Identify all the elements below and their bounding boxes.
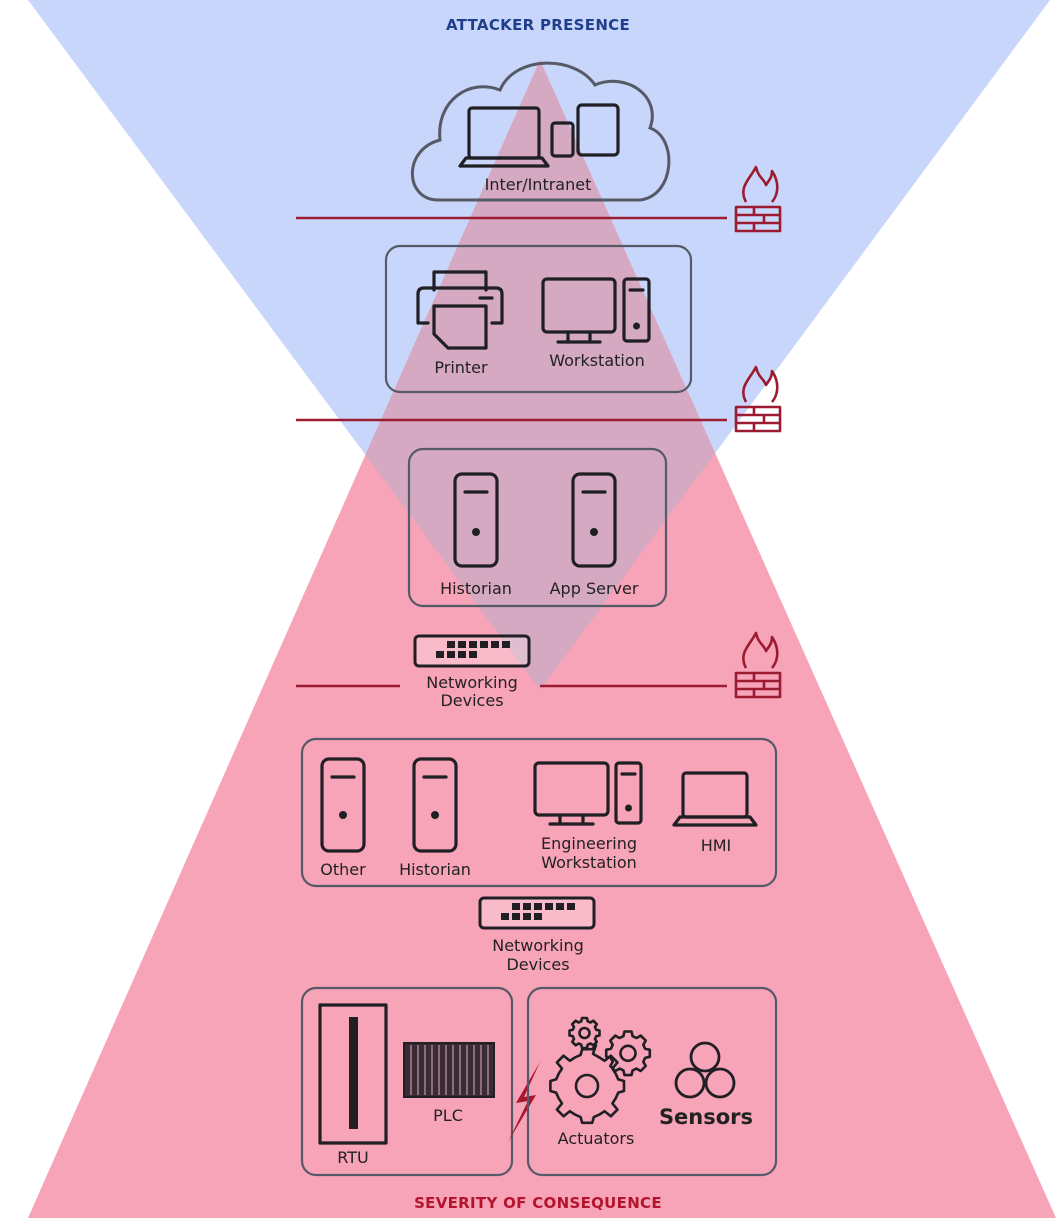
dmz-zone: [407, 447, 668, 608]
cloud-icon: [410, 61, 671, 202]
server-icon: [320, 757, 366, 853]
monitor-icon: [533, 761, 610, 826]
tower-icon: [622, 277, 651, 343]
tablet-icon: [576, 103, 620, 157]
printer-label: Printer: [434, 358, 488, 377]
switch-icon: [478, 896, 596, 930]
historian-label-2: Historian: [399, 860, 471, 879]
laptop-icon: [458, 106, 550, 168]
rtu-icon: [318, 1003, 388, 1145]
control-zone: [300, 737, 778, 888]
app-server-label: App Server: [550, 579, 639, 598]
engineering-label: Engineering: [541, 834, 637, 853]
actuators-label: Actuators: [558, 1129, 635, 1148]
laptop-icon: [672, 771, 758, 827]
workstation-label: Workstation: [549, 351, 645, 370]
networking-devices-label-1b: Devices: [440, 691, 503, 710]
plc-label: PLC: [433, 1106, 463, 1125]
networking-devices-label-2b: Devices: [506, 955, 569, 974]
networking-devices-label-2: Networking: [492, 936, 584, 955]
firewall-icon: [734, 365, 782, 433]
field-controllers-zone: [300, 986, 514, 1177]
overlap-region: [28, 60, 1050, 690]
sensors-icon: [674, 1041, 736, 1099]
plc-icon: [403, 1042, 495, 1098]
monitor-icon: [541, 277, 617, 344]
server-icon: [453, 472, 499, 568]
hmi-label: HMI: [701, 836, 732, 855]
firewall-icon: [734, 631, 782, 699]
severity-title: SEVERITY OF CONSEQUENCE: [414, 1194, 662, 1212]
tower-icon: [614, 761, 643, 825]
other-label: Other: [320, 860, 366, 879]
firewall-icon: [734, 165, 782, 233]
attacker-presence-title: ATTACKER PRESENCE: [446, 16, 630, 34]
switch-icon: [413, 634, 531, 668]
server-icon: [412, 757, 458, 853]
networking-devices-label-1: Networking: [426, 673, 518, 692]
internet-label: Inter/Intranet: [485, 175, 592, 194]
gears-icon: [549, 1016, 652, 1125]
historian-label: Historian: [440, 579, 512, 598]
phone-icon: [550, 121, 575, 158]
rtu-label: RTU: [337, 1148, 368, 1167]
physical-process-zone: [526, 986, 778, 1177]
printer-icon: [416, 270, 504, 350]
workstation-label-2: Workstation: [541, 853, 637, 872]
server-icon: [571, 472, 617, 568]
sensors-label: Sensors: [659, 1105, 753, 1129]
enterprise-zone: [384, 244, 693, 394]
